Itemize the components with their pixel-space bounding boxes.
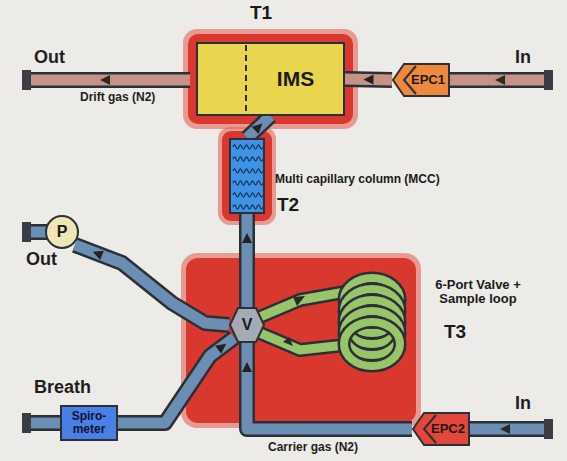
heat-glow bbox=[183, 29, 358, 129]
port-label: Out bbox=[26, 250, 57, 270]
capillary-wave bbox=[233, 145, 263, 149]
pump-circle: P bbox=[45, 215, 79, 249]
gas-pipe bbox=[118, 338, 234, 423]
capillary-wave bbox=[233, 205, 263, 209]
node-label: EPC2 bbox=[431, 422, 465, 436]
sample-loop bbox=[260, 278, 400, 366]
capillary-column: Multi capillary column (MCC)T2 bbox=[229, 138, 265, 214]
heat-glow bbox=[218, 127, 276, 225]
node-outline bbox=[196, 42, 345, 116]
capillary-wave bbox=[233, 169, 263, 173]
gas-pipe bbox=[247, 116, 271, 138]
flow-arrow bbox=[93, 251, 104, 260]
flow-arrow bbox=[242, 233, 252, 243]
port-label: In bbox=[515, 48, 531, 68]
valve-hexagon: V bbox=[229, 307, 265, 343]
pressure-controller: EPC1 bbox=[392, 63, 450, 97]
node-label: V bbox=[242, 316, 253, 334]
drift-gas-in-pipe bbox=[450, 70, 553, 90]
flow-arrow bbox=[215, 344, 226, 354]
drift-grid bbox=[245, 45, 247, 113]
pipe-bore bbox=[247, 116, 271, 138]
pipe-wall bbox=[247, 116, 271, 138]
flow-arrow bbox=[242, 362, 252, 372]
heated-region bbox=[222, 131, 272, 221]
pipe-wall bbox=[239, 214, 255, 307]
pipe-wall bbox=[75, 245, 229, 325]
gas-pipe bbox=[345, 75, 392, 85]
pipe-bore bbox=[118, 338, 234, 423]
ims-box: IMS bbox=[196, 42, 345, 116]
breath-in-pipe bbox=[22, 413, 62, 433]
carrier-gas-in-pipe bbox=[468, 419, 553, 439]
flow-arrow bbox=[252, 124, 263, 134]
gas-pipe bbox=[242, 214, 252, 307]
node-label: IMS bbox=[277, 67, 314, 90]
heated-region bbox=[188, 34, 353, 124]
pipe-wall bbox=[118, 338, 234, 423]
gas-label: Carrier gas (N2) bbox=[268, 441, 358, 454]
capillary-wave bbox=[233, 181, 263, 185]
gas-label: Drift gas (N2) bbox=[80, 91, 155, 104]
port-label: Breath bbox=[34, 378, 91, 398]
heated-zone: IMST1 bbox=[188, 34, 353, 124]
port-label: In bbox=[515, 394, 531, 414]
heated-zone: V6-Port Valve + Sample loopT3 bbox=[186, 258, 416, 423]
node-outline bbox=[229, 138, 265, 214]
node-label: P bbox=[57, 223, 68, 241]
heat-glow bbox=[181, 253, 421, 428]
pipe-bore bbox=[247, 343, 412, 429]
gas-pipe bbox=[75, 245, 229, 325]
gas-pipe bbox=[242, 343, 412, 429]
node-label: EPC1 bbox=[411, 73, 445, 87]
zone-label: 6-Port Valve + Sample loop bbox=[420, 278, 536, 307]
flow-arrow bbox=[364, 75, 374, 85]
drift-gas-out-pipe bbox=[22, 70, 190, 90]
node-label: Spiro- meter bbox=[64, 410, 114, 436]
pipe-bore bbox=[75, 245, 229, 325]
pipe-bore bbox=[242, 214, 253, 307]
zone-label: T1 bbox=[250, 3, 272, 24]
pipe-wall bbox=[247, 343, 412, 429]
spirometer-box: Spiro- meter bbox=[60, 405, 118, 441]
capillary-wave bbox=[233, 157, 263, 161]
zone-number: T3 bbox=[444, 322, 466, 343]
zone-label: Multi capillary column (MCC) bbox=[275, 173, 475, 186]
capillary-wave bbox=[233, 193, 263, 197]
pressure-controller: EPC2 bbox=[412, 412, 470, 446]
port-label: Out bbox=[34, 48, 65, 68]
zone-number: T2 bbox=[277, 195, 299, 216]
